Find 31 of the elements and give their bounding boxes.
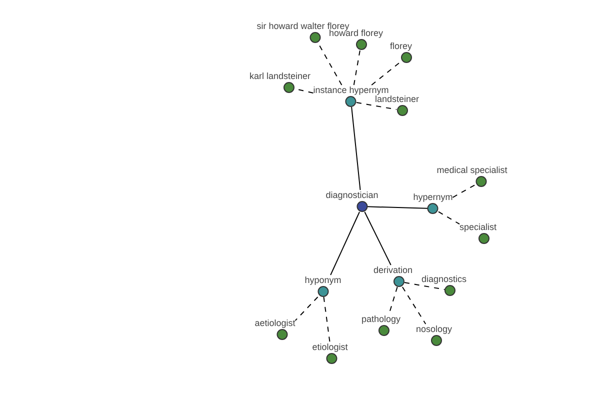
dashed-line — [402, 286, 426, 324]
connector-line — [367, 206, 428, 209]
node-label: howard florey — [328, 28, 384, 38]
node-label: medical specialist — [436, 165, 508, 175]
dashed-line — [353, 50, 361, 86]
dashed-line — [404, 282, 445, 290]
dashed-line — [356, 102, 397, 110]
node-label: diagnostician — [326, 190, 378, 200]
connector-line — [330, 212, 360, 276]
node-label: landsteiner — [374, 94, 420, 104]
node-label: sir howard walter florey — [256, 21, 350, 31]
node-label: aetiologist — [254, 318, 296, 328]
connector-line — [364, 212, 392, 266]
node-label: pathology — [361, 314, 401, 324]
node-label: diagnostics — [421, 274, 467, 284]
dashed-line — [371, 61, 401, 86]
dashed-line — [323, 296, 330, 342]
node-label: hypernym — [413, 192, 453, 202]
node-label: karl landsteiner — [249, 71, 311, 81]
dashed-line — [294, 296, 318, 322]
dashed-line — [452, 184, 476, 198]
node-label: florey — [390, 41, 412, 51]
dashed-line — [318, 42, 342, 86]
dashed-line — [438, 211, 460, 225]
node-label: instance hypernym — [313, 85, 389, 95]
node-label: nosology — [416, 324, 452, 334]
node-label: etiologist — [312, 342, 348, 352]
node-label: derivation — [373, 265, 413, 275]
node-label: specialist — [460, 222, 496, 232]
connector-line — [351, 106, 361, 190]
node-label: hyponym — [304, 275, 342, 285]
